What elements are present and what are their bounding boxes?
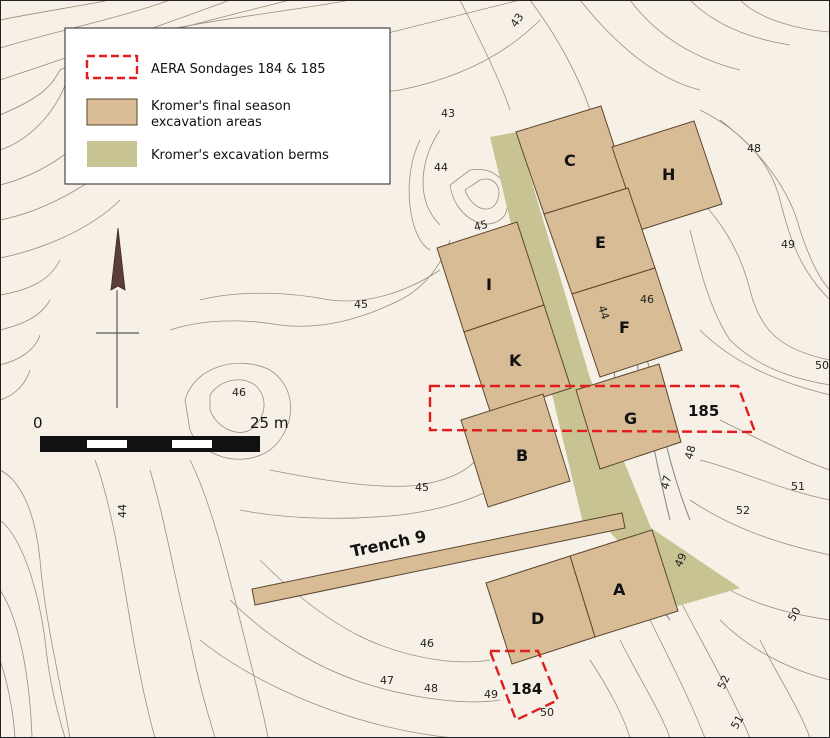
area-b bbox=[460, 393, 571, 508]
trench-9 bbox=[251, 512, 626, 606]
area-label-k: K bbox=[509, 351, 522, 370]
legend-swatch-sondages bbox=[85, 54, 139, 80]
scale-bar: 0 25 m bbox=[33, 414, 288, 452]
excavation-berm bbox=[490, 132, 740, 606]
area-label-g: G bbox=[624, 409, 637, 428]
legend-label-final-season-2: excavation areas bbox=[151, 115, 262, 130]
contour-label: 46 bbox=[420, 637, 434, 650]
contour-label: 48 bbox=[682, 444, 698, 461]
area-label-h: H bbox=[662, 165, 675, 184]
sondage-184 bbox=[488, 649, 560, 722]
legend-swatch-final-season bbox=[86, 98, 138, 126]
contour-label: 48 bbox=[424, 682, 438, 695]
area-label-c: C bbox=[564, 151, 576, 170]
contour-label: 46 bbox=[232, 386, 246, 399]
area-g bbox=[575, 363, 682, 470]
contour-label: 52 bbox=[736, 504, 750, 517]
sondages bbox=[428, 384, 757, 722]
area-label-b: B bbox=[516, 446, 528, 465]
excavation-areas bbox=[251, 105, 723, 665]
sondage-185-label: 185 bbox=[688, 402, 719, 420]
contour-labels: 43 43 44 45 45 46 45 44 46 47 48 49 50 4… bbox=[116, 11, 829, 732]
contour-label: 51 bbox=[728, 713, 746, 732]
area-label-d: D bbox=[531, 609, 544, 628]
area-label-e: E bbox=[595, 233, 606, 252]
contour-label: 51 bbox=[791, 480, 805, 493]
contour-label: 50 bbox=[785, 605, 803, 624]
contour-label: 49 bbox=[484, 688, 498, 701]
legend-label-final-season-1: Kromer's final season bbox=[151, 99, 291, 114]
contour-label: 46 bbox=[640, 293, 654, 306]
contour-label: 49 bbox=[781, 238, 795, 251]
north-arrow-icon bbox=[96, 227, 139, 408]
contour-label: 45 bbox=[415, 481, 429, 494]
contour-label: 44 bbox=[595, 304, 612, 321]
sondage-184-label: 184 bbox=[511, 680, 542, 698]
area-label-i: I bbox=[486, 275, 492, 294]
contour-label: 50 bbox=[815, 359, 829, 372]
contour-label: 43 bbox=[441, 107, 455, 120]
contour-label: 45 bbox=[472, 218, 489, 234]
area-label-a: A bbox=[613, 580, 626, 599]
sondage-185 bbox=[428, 384, 757, 434]
area-f bbox=[571, 267, 683, 378]
contour-label: 44 bbox=[116, 504, 129, 518]
contour-label: 49 bbox=[672, 551, 690, 569]
contour-label: 47 bbox=[658, 474, 674, 491]
legend-label-sondages: AERA Sondages 184 & 185 bbox=[151, 62, 325, 77]
contour-label: 52 bbox=[715, 673, 733, 691]
contour-label: 48 bbox=[747, 142, 761, 155]
legend: AERA Sondages 184 & 185 Kromer's final s… bbox=[64, 27, 391, 185]
area-d bbox=[485, 555, 596, 665]
area-label-f: F bbox=[619, 318, 630, 337]
scale-end-label: 25 m bbox=[250, 414, 288, 432]
legend-label-berms: Kromer's excavation berms bbox=[151, 148, 329, 163]
contour-label: 44 bbox=[434, 161, 448, 174]
contour-label: 47 bbox=[380, 674, 394, 687]
legend-swatch-berms bbox=[87, 141, 137, 167]
contour-label: 45 bbox=[354, 298, 368, 311]
scale-start-label: 0 bbox=[33, 414, 43, 432]
contour-label: 50 bbox=[540, 706, 554, 719]
